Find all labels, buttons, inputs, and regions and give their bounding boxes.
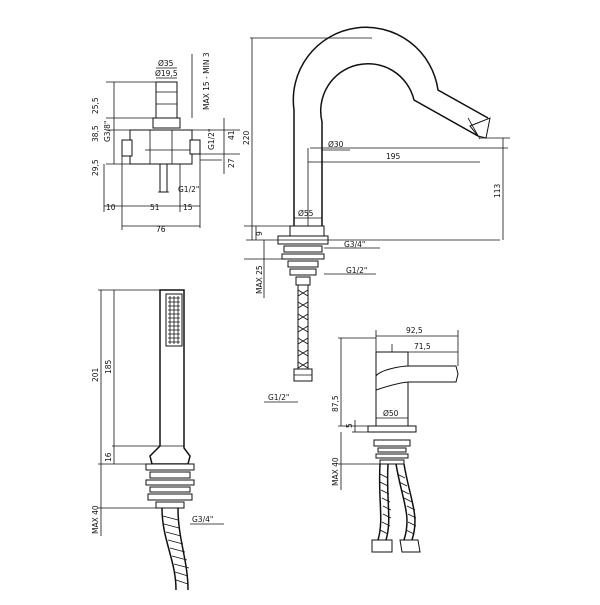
valve-dia-19-5: Ø19,5 [155, 69, 178, 78]
hand-shower-dim-201: 201 [91, 367, 100, 382]
spout-outline [289, 26, 491, 237]
hand-shower-max-40: MAX 40 [91, 505, 100, 534]
valve-dim-25-5: 25,5 [91, 97, 100, 114]
hand-shower-labels: 201 185 16 MAX 40 G3/4" [91, 359, 213, 534]
spout-g1-2-hose: G1/2" [268, 393, 289, 402]
valve-dim-38-5: 38,5 [91, 125, 100, 142]
valve-dim-27: 27 [227, 158, 236, 168]
spout-g1-2-top: G1/2" [346, 266, 367, 275]
spout-drawing: 220 Ø30 195 113 Ø55 9 G3/4" MAX 25 G1/2"… [242, 26, 510, 403]
spout-dia-30: Ø30 [328, 140, 344, 149]
valve-g1-2-bottom: G1/2" [178, 185, 199, 194]
mixer-dim-71-5: 71,5 [414, 342, 431, 351]
valve-dim-15: 15 [183, 203, 193, 212]
valve-dim-29-5: 29,5 [91, 159, 100, 176]
valve-dim-51: 51 [150, 203, 160, 212]
valve-dimension-lines [104, 54, 225, 227]
valve-g1-2-right: G1/2" [207, 129, 216, 150]
valve-dia-35: Ø35 [158, 59, 174, 68]
spout-dimension-lines [251, 38, 504, 403]
mixer-max-40: MAX 40 [331, 457, 340, 486]
spout-dim-195: 195 [386, 152, 401, 161]
spout-g3-4: G3/4" [344, 240, 365, 249]
hand-shower-dim-185: 185 [104, 359, 113, 374]
mixer-drawing: 92,5 71,5 87,5 Ø50 5 MAX 40 [331, 326, 459, 553]
mixer-outline [367, 351, 459, 433]
spout-dim-113: 113 [493, 183, 502, 198]
mixer-hoses [371, 463, 421, 553]
spout-max-25: MAX 25 [255, 265, 264, 294]
mixer-dim-5: 5 [345, 423, 354, 428]
hand-shower-holder [145, 463, 195, 509]
valve-max-min: MAX 15 - MIN 3 [202, 52, 211, 110]
hand-shower-drawing: 201 185 16 MAX 40 G3/4" [91, 289, 224, 591]
spout-hose [293, 284, 313, 382]
spout-base-fittings [277, 235, 329, 286]
spout-dia-55: Ø55 [298, 209, 314, 218]
valve-dim-76: 76 [156, 225, 166, 234]
spout-extension-lines [244, 37, 510, 260]
valve-g3-8: G3/8" [103, 121, 112, 142]
hand-shower-extension-lines [98, 289, 160, 509]
mixer-dim-92-5: 92,5 [406, 326, 423, 335]
mixer-fittings [373, 439, 411, 465]
valve-extension-lines [103, 81, 240, 230]
spout-dim-220: 220 [242, 130, 251, 145]
hand-shower-spray-nozzles [165, 293, 183, 347]
valve-dim-41: 41 [227, 130, 236, 140]
hand-shower-hose [161, 507, 190, 591]
mixer-dimension-lines [340, 335, 458, 490]
hand-shower-g3-4: G3/4" [192, 515, 213, 524]
valve-unit-drawing: Ø35 Ø19,5 MAX 15 - MIN 3 25,5 38,5 29,5 … [91, 52, 240, 234]
mixer-dia-50: Ø50 [383, 409, 399, 418]
valve-body-outline [121, 81, 201, 193]
mixer-dim-87-5: 87,5 [331, 395, 340, 412]
spout-dim-9: 9 [255, 231, 264, 236]
hand-shower-dimension-lines [100, 290, 224, 536]
hand-shower-dim-16: 16 [104, 452, 113, 462]
valve-dim-10: 10 [106, 203, 116, 212]
mixer-labels: 92,5 71,5 87,5 Ø50 5 MAX 40 [331, 326, 431, 486]
valve-labels: Ø35 Ø19,5 MAX 15 - MIN 3 25,5 38,5 29,5 … [91, 52, 236, 234]
spout-labels: 220 Ø30 195 113 Ø55 9 G3/4" MAX 25 G1/2"… [242, 130, 502, 402]
